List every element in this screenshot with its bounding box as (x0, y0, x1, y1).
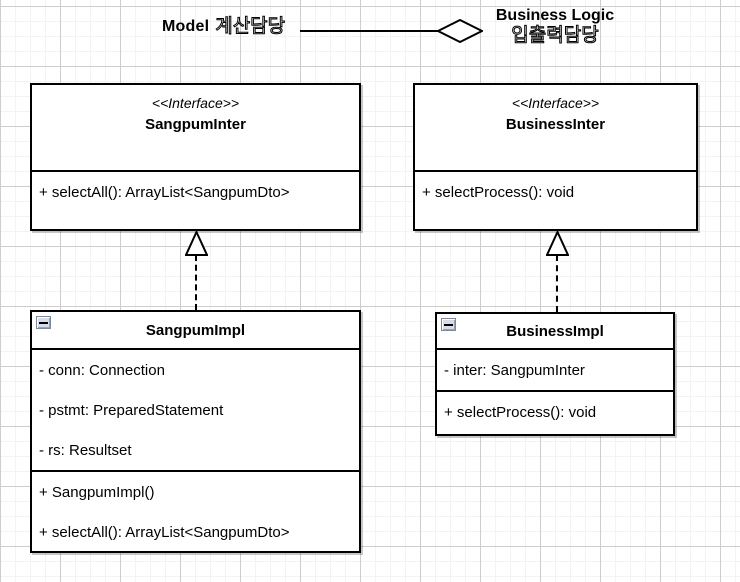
class-header: BusinessImpl (437, 314, 673, 348)
uml-method: + selectAll(): ArrayList<SangpumDto> (39, 523, 290, 541)
uml-method: + selectAll(): ArrayList<SangpumDto> (39, 183, 290, 201)
aggregation-line[interactable] (300, 30, 438, 32)
stereotype-label: <<Interface>> (151, 95, 240, 111)
uml-attribute: - rs: Resultset (39, 441, 132, 459)
model-label-en: Model (162, 18, 210, 36)
realization-arrowhead[interactable] (546, 231, 569, 256)
business-logic-label-ko: 입출력담당 (511, 25, 599, 46)
class-name: SangpumImpl (145, 321, 246, 339)
class-business-impl[interactable]: BusinessImpl - inter: SangpumInter + sel… (435, 312, 675, 436)
class-name: BusinessImpl (506, 322, 604, 340)
class-name: BusinessInter (505, 116, 606, 133)
uml-method: + selectProcess(): void (422, 183, 575, 201)
uml-method: + selectProcess(): void (444, 403, 597, 421)
minus-icon (444, 323, 453, 326)
class-name: SangpumInter (145, 116, 246, 133)
realization-arrowhead[interactable] (185, 231, 208, 256)
stereotype-label: <<Interface>> (511, 95, 600, 111)
attributes-compartment: - inter: SangpumInter (437, 348, 673, 390)
methods-compartment: + SangpumImpl() + selectAll(): ArrayList… (32, 470, 359, 551)
uml-attribute: - inter: SangpumInter (444, 361, 585, 379)
class-sangpum-inter[interactable]: <<Interface>> SangpumInter + selectAll()… (30, 83, 361, 231)
model-label-ko: 계산담당 (215, 16, 286, 38)
collapse-button[interactable] (441, 318, 456, 331)
model-label: Model 계산담당 (162, 16, 286, 38)
class-header: SangpumImpl (32, 312, 359, 348)
methods-compartment: + selectProcess(): void (415, 170, 696, 229)
uml-method: + SangpumImpl() (39, 483, 155, 501)
uml-attribute: - conn: Connection (39, 361, 165, 379)
business-logic-label: Business Logic 입출력담당 (460, 6, 650, 46)
class-business-inter[interactable]: <<Interface>> BusinessInter + selectProc… (413, 83, 698, 231)
business-logic-label-en: Business Logic (495, 7, 615, 24)
class-sangpum-impl[interactable]: SangpumImpl - conn: Connection - pstmt: … (30, 310, 361, 553)
realization-dashed-line[interactable] (195, 255, 197, 310)
collapse-button[interactable] (36, 316, 51, 329)
minus-icon (39, 321, 48, 324)
methods-compartment: + selectAll(): ArrayList<SangpumDto> (32, 170, 359, 229)
realization-dashed-line[interactable] (556, 255, 558, 312)
attributes-compartment: - conn: Connection - pstmt: PreparedStat… (32, 348, 359, 470)
class-header: <<Interface>> BusinessInter (415, 85, 696, 170)
uml-attribute: - pstmt: PreparedStatement (39, 401, 224, 419)
class-header: <<Interface>> SangpumInter (32, 85, 359, 170)
methods-compartment: + selectProcess(): void (437, 390, 673, 434)
aggregation-diamond-icon[interactable] (437, 19, 483, 43)
